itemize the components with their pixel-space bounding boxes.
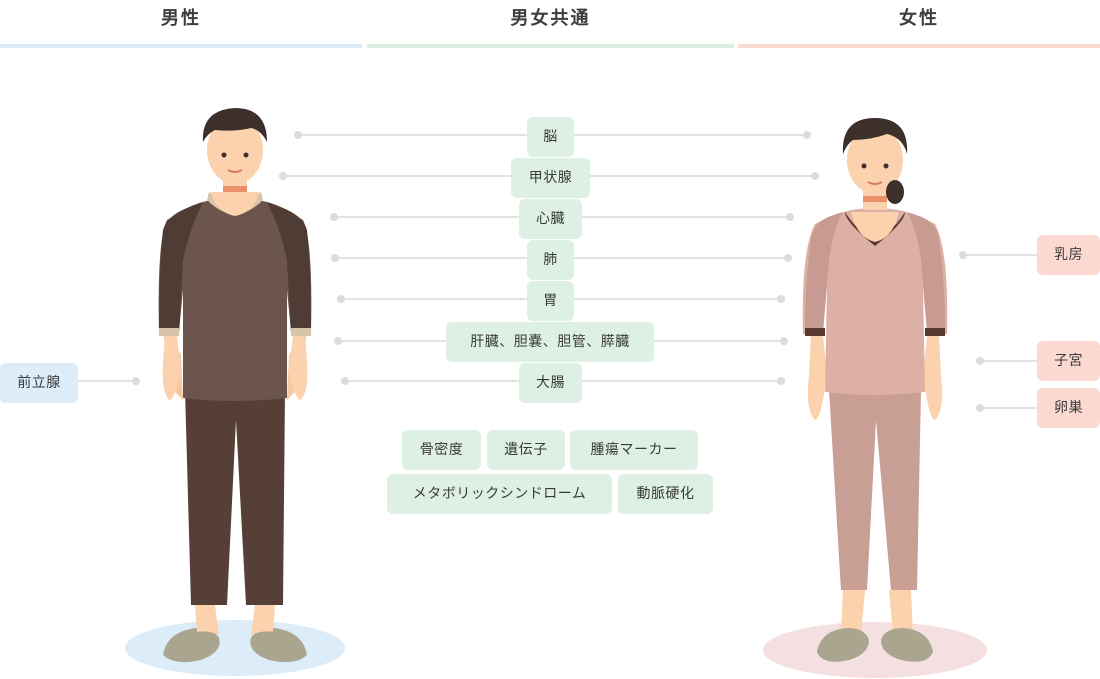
test-tag-arteriosclerosis[interactable]: 動脈硬化 [618,474,713,514]
organ-tag-uterus[interactable]: 子宮 [1037,341,1100,381]
organ-tag-thyroid[interactable]: 甲状腺 [511,158,590,198]
test-tag-metabolic-syndrome[interactable]: メタボリックシンドローム [387,474,612,514]
male-header-label: 男性 [161,8,201,29]
test-tag-bone-density[interactable]: 骨密度 [402,430,481,470]
connector-line-prostate [78,380,136,382]
connector-dot-ovary [976,404,984,412]
connector-dot-colon-left [341,377,349,385]
connector-dot-thyroid-left [279,172,287,180]
organ-tag-brain[interactable]: 脳 [527,117,574,157]
connector-line-breast [964,254,1039,256]
connector-dot-uterus [976,357,984,365]
test-tag-genes[interactable]: 遺伝子 [487,430,565,470]
male-header-bar [0,44,362,48]
connector-dot-stomach-left [337,295,345,303]
organ-tag-stomach[interactable]: 胃 [527,281,574,321]
male-figure-illustration [125,108,345,676]
connector-line-uterus [981,360,1039,362]
organ-tag-liver-group[interactable]: 肝臓、胆嚢、胆管、膵臓 [446,322,654,362]
connector-dot-heart-right [786,213,794,221]
female-figure-illustration [763,118,987,678]
connector-dot-liver-left [334,337,342,345]
male-column-header: 男性 [0,0,362,48]
connector-dot-lung-left [331,254,339,262]
connector-dot-prostate [132,377,140,385]
organ-tag-lung[interactable]: 肺 [527,240,574,280]
connector-dot-thyroid-right [811,172,819,180]
test-tag-tumor-marker[interactable]: 腫瘍マーカー [570,430,698,470]
common-header-bar [367,44,734,48]
connector-dot-stomach-right [777,295,785,303]
organ-tag-breast[interactable]: 乳房 [1037,235,1100,275]
organ-tag-colon[interactable]: 大腸 [519,363,582,403]
connector-dot-brain-left [294,131,302,139]
connector-dot-breast [959,251,967,259]
common-header-label: 男女共通 [510,8,591,29]
female-column-header: 女性 [738,0,1100,48]
connector-line-ovary [981,407,1039,409]
female-header-bar [738,44,1100,48]
organ-tag-prostate[interactable]: 前立腺 [0,363,78,403]
connector-dot-lung-right [784,254,792,262]
common-column-header: 男女共通 [367,0,734,48]
organ-tag-ovary[interactable]: 卵巣 [1037,388,1100,428]
connector-dot-liver-right [780,337,788,345]
connector-dot-heart-left [330,213,338,221]
connector-dot-brain-right [803,131,811,139]
female-header-label: 女性 [899,8,939,29]
connector-dot-colon-right [777,377,785,385]
organ-tag-heart[interactable]: 心臓 [519,199,582,239]
